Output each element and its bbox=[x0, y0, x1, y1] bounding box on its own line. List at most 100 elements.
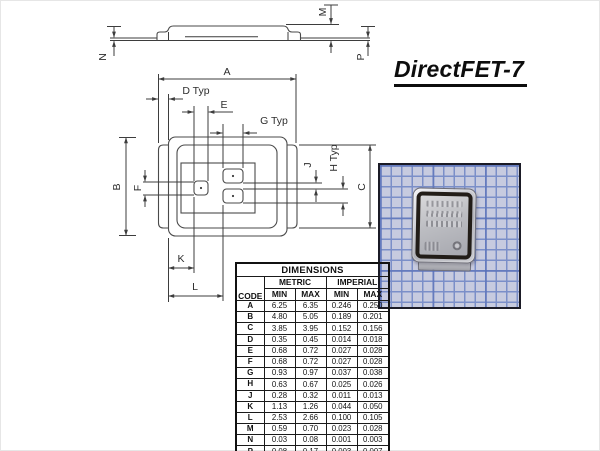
table-title-row: DIMENSIONS bbox=[235, 262, 390, 277]
table-cell: 0.044 bbox=[325, 400, 358, 413]
dim-label-l: L bbox=[192, 281, 198, 293]
table-cell: 0.189 bbox=[325, 311, 358, 324]
table-cell: 0.68 bbox=[263, 355, 296, 369]
table-cell: 0.35 bbox=[263, 333, 296, 346]
table-cell: 0.93 bbox=[263, 367, 296, 380]
table-cell: 0.08 bbox=[263, 445, 296, 451]
table-cell: 0.038 bbox=[356, 367, 390, 380]
side-view-drawing bbox=[110, 25, 370, 41]
table-cell: 6.25 bbox=[263, 299, 296, 313]
table-group-row: CODE METRIC IMPERIAL bbox=[235, 276, 390, 301]
table-cell: 0.152 bbox=[325, 322, 358, 335]
dim-label-h: H Typ bbox=[328, 144, 340, 171]
table-cell: 0.028 bbox=[356, 423, 390, 436]
side-view-dimensions: M N P bbox=[97, 4, 375, 61]
table-cell: 0.97 bbox=[294, 367, 327, 380]
table-cell: G bbox=[235, 367, 265, 380]
table-cell: 3.95 bbox=[294, 322, 327, 335]
table-cell: K bbox=[235, 400, 265, 413]
table-cell: 4.80 bbox=[263, 311, 296, 324]
table-cell: 0.001 bbox=[325, 434, 358, 447]
table-cell: 0.03 bbox=[263, 434, 296, 447]
dim-label-k: K bbox=[177, 253, 184, 265]
dim-label-d: D Typ bbox=[182, 85, 209, 97]
dim-label-m: M bbox=[317, 8, 329, 17]
table-cell: H bbox=[235, 378, 265, 391]
laser-marking-circle bbox=[452, 241, 462, 251]
table-cell: 0.027 bbox=[325, 344, 358, 357]
table-cell: J bbox=[235, 389, 265, 402]
table-cell: 0.201 bbox=[356, 311, 390, 324]
table-cell: 2.53 bbox=[263, 411, 296, 425]
table-cell: 0.45 bbox=[294, 333, 327, 346]
dim-label-c: C bbox=[356, 183, 368, 191]
table-cell: L bbox=[235, 411, 265, 425]
table-cell: 6.35 bbox=[294, 299, 327, 313]
table-cell: 0.025 bbox=[325, 378, 358, 391]
table-cell: 0.105 bbox=[356, 411, 390, 425]
table-cell: 0.08 bbox=[294, 434, 327, 447]
top-view-drawing bbox=[157, 136, 298, 237]
table-cell: C bbox=[235, 322, 265, 335]
table-cell: 0.32 bbox=[294, 389, 327, 402]
table-cell: 0.037 bbox=[325, 367, 358, 380]
table-cell: 0.246 bbox=[325, 299, 358, 313]
component-ring bbox=[415, 191, 473, 260]
top-view-dimensions: A D Typ E G Typ B bbox=[111, 66, 376, 302]
table-cell: 0.72 bbox=[294, 344, 327, 357]
table-cell: 0.250 bbox=[356, 299, 390, 313]
table-cell: B bbox=[235, 311, 265, 324]
table-cell: 0.59 bbox=[263, 423, 296, 436]
table-cell: 0.026 bbox=[356, 378, 390, 391]
table-cell: 0.011 bbox=[325, 389, 358, 402]
table-cell: 0.014 bbox=[325, 333, 358, 346]
table-cell: 0.003 bbox=[325, 445, 358, 451]
laser-marking-row bbox=[426, 200, 463, 208]
col-header-imperial-max: MAX bbox=[356, 288, 390, 301]
laser-marking-logo bbox=[424, 241, 440, 251]
table-cell: 0.028 bbox=[356, 344, 390, 357]
table-cell: 0.023 bbox=[325, 423, 358, 436]
table-cell: D bbox=[235, 333, 265, 346]
laser-marking-row bbox=[425, 220, 463, 228]
table-cell: A bbox=[235, 299, 265, 313]
dim-label-j: J bbox=[302, 162, 314, 167]
dim-label-a: A bbox=[223, 66, 230, 78]
dim-label-g: G Typ bbox=[260, 115, 288, 127]
table-row: P0.080.170.0030.007 bbox=[235, 445, 390, 451]
table-cell: 0.028 bbox=[356, 355, 390, 369]
page-title: DirectFET-7 bbox=[394, 56, 528, 87]
table-cell: 1.26 bbox=[294, 400, 327, 413]
table-cell: 0.70 bbox=[294, 423, 327, 436]
table-cell: 0.67 bbox=[294, 378, 327, 391]
col-header-metric-min: MIN bbox=[263, 288, 296, 301]
table-cell: 0.027 bbox=[325, 355, 358, 369]
table-cell: 5.05 bbox=[294, 311, 327, 324]
table-cell: 0.003 bbox=[356, 434, 390, 447]
table-cell: M bbox=[235, 423, 265, 436]
table-cell: 0.007 bbox=[356, 445, 390, 451]
table-cell: 0.013 bbox=[356, 389, 390, 402]
table-cell: E bbox=[235, 344, 265, 357]
table-cell: 0.156 bbox=[356, 322, 390, 335]
group-header-metric: METRIC bbox=[263, 276, 327, 289]
laser-marking-row bbox=[426, 210, 463, 218]
table-cell: F bbox=[235, 355, 265, 369]
table-cell: 2.66 bbox=[294, 411, 327, 425]
dimensions-table: DIMENSIONS CODE METRIC IMPERIAL MIN MAX … bbox=[235, 262, 391, 451]
table-cell: 0.68 bbox=[263, 344, 296, 357]
table-cell: 1.13 bbox=[263, 400, 296, 413]
table-title: DIMENSIONS bbox=[235, 262, 390, 277]
dim-label-e: E bbox=[220, 99, 227, 111]
package-photo bbox=[378, 163, 521, 309]
